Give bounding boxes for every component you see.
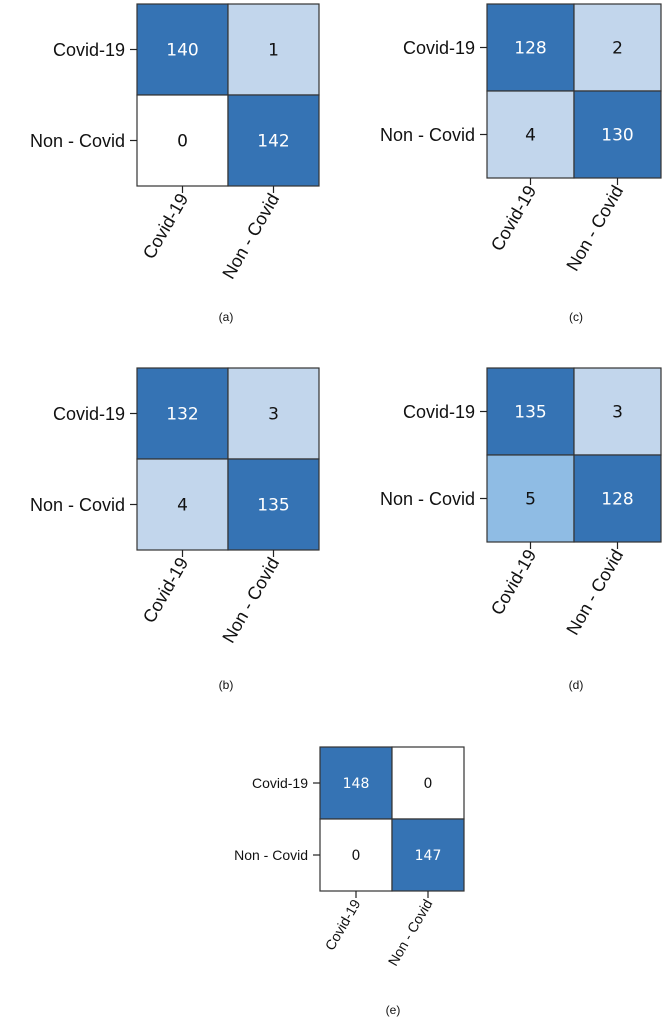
cell-value: 4 bbox=[525, 126, 536, 146]
matrix-cell bbox=[391, 818, 465, 892]
column-label: Non - Covid bbox=[562, 546, 627, 638]
cell-value: 128 bbox=[514, 39, 546, 59]
column-label: Covid-19 bbox=[487, 546, 540, 618]
matrix-cell bbox=[227, 94, 320, 187]
row-label: Non - Covid bbox=[380, 489, 475, 509]
figure-caption: (d) bbox=[569, 678, 584, 692]
matrix-cell bbox=[136, 458, 229, 551]
cell-value: 0 bbox=[177, 132, 188, 152]
column-label: Non - Covid bbox=[385, 897, 436, 969]
cell-value: 4 bbox=[177, 496, 188, 516]
cell-value: 1 bbox=[268, 41, 279, 61]
matrix-cell bbox=[227, 3, 320, 96]
cell-value: 0 bbox=[352, 848, 361, 864]
matrix-cell bbox=[573, 90, 662, 179]
row-label: Covid-19 bbox=[53, 40, 125, 60]
matrix-cell bbox=[391, 746, 465, 820]
row-label: Covid-19 bbox=[403, 38, 475, 58]
cell-value: 132 bbox=[166, 405, 198, 425]
matrix-cell bbox=[319, 746, 393, 820]
cell-value: 140 bbox=[166, 41, 198, 61]
cell-value: 2 bbox=[612, 39, 623, 59]
figure-caption: (a) bbox=[219, 310, 234, 324]
cell-value: 3 bbox=[268, 405, 279, 425]
cell-value: 3 bbox=[612, 403, 623, 423]
matrix-cell bbox=[227, 458, 320, 551]
cell-value: 135 bbox=[514, 403, 546, 423]
column-label: Covid-19 bbox=[487, 182, 540, 254]
figure-caption: (e) bbox=[386, 1003, 401, 1017]
row-label: Covid-19 bbox=[252, 775, 308, 791]
column-label: Covid-19 bbox=[322, 896, 364, 953]
matrix-cell bbox=[319, 818, 393, 892]
matrix-cell bbox=[136, 3, 229, 96]
row-label: Non - Covid bbox=[380, 125, 475, 145]
matrix-cell bbox=[136, 94, 229, 187]
cell-value: 128 bbox=[601, 490, 633, 510]
matrix-cell bbox=[227, 367, 320, 460]
column-label: Covid-19 bbox=[139, 190, 192, 262]
matrix-cell bbox=[573, 3, 662, 92]
row-label: Covid-19 bbox=[53, 404, 125, 424]
cell-value: 0 bbox=[424, 776, 433, 792]
row-label: Non - Covid bbox=[30, 495, 125, 515]
cell-value: 135 bbox=[257, 496, 289, 516]
row-label: Non - Covid bbox=[30, 131, 125, 151]
column-label: Non - Covid bbox=[218, 190, 283, 282]
matrix-cell bbox=[573, 454, 662, 543]
figure-caption: (c) bbox=[569, 310, 583, 324]
column-label: Non - Covid bbox=[562, 182, 627, 274]
cell-value: 130 bbox=[601, 126, 633, 146]
cell-value: 142 bbox=[257, 132, 289, 152]
row-label: Covid-19 bbox=[403, 402, 475, 422]
cell-value: 148 bbox=[343, 776, 370, 792]
column-label: Covid-19 bbox=[139, 554, 192, 626]
figure-caption: (b) bbox=[219, 678, 234, 692]
cell-value: 147 bbox=[415, 848, 442, 864]
column-label: Non - Covid bbox=[218, 554, 283, 646]
cell-value: 5 bbox=[525, 490, 536, 510]
row-label: Non - Covid bbox=[234, 847, 308, 863]
